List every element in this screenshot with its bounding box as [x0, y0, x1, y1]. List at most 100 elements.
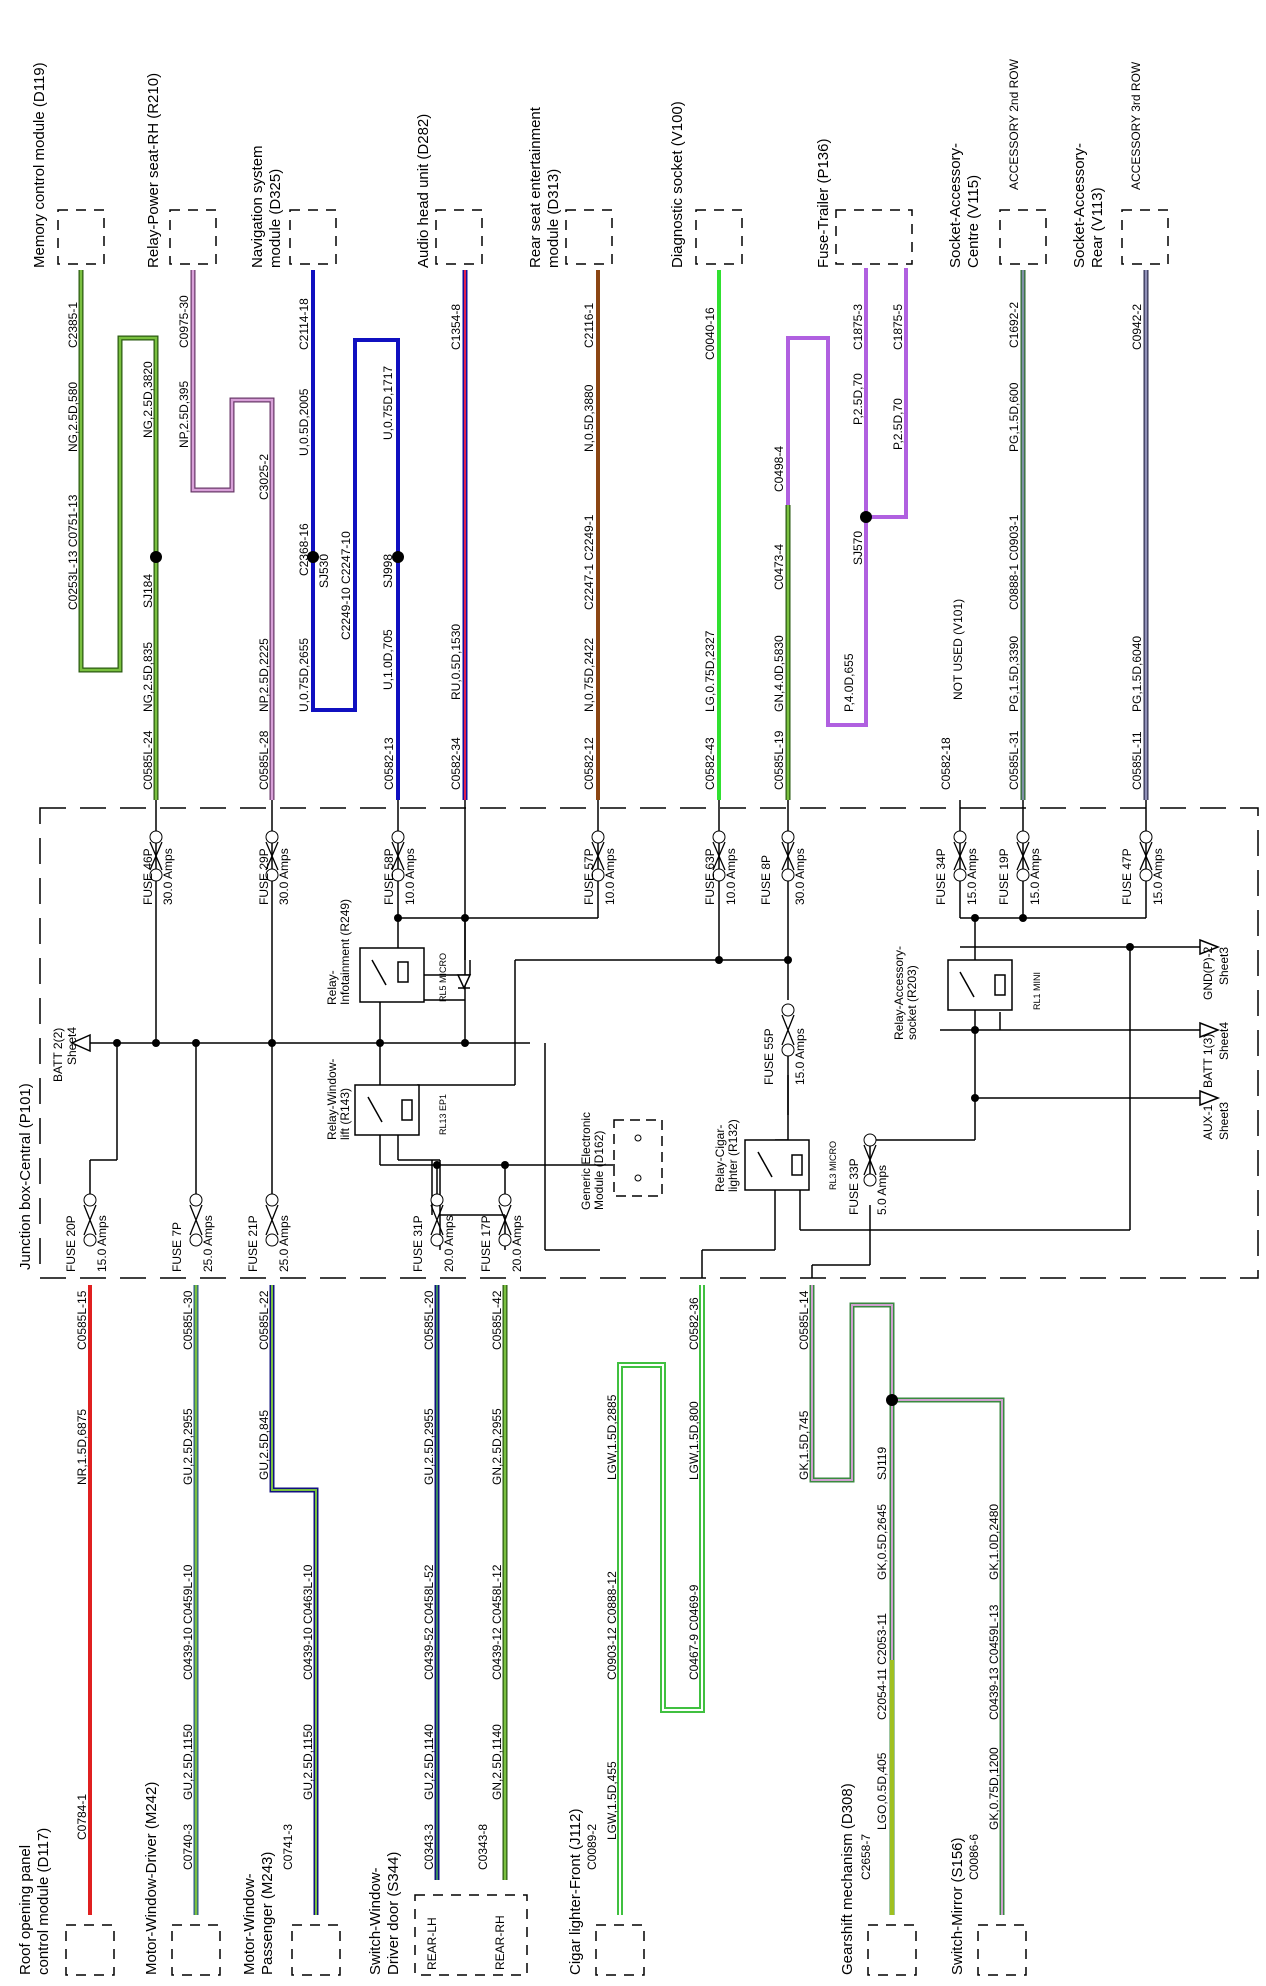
svg-text:GU,2.5D,1150: GU,2.5D,1150 [301, 1724, 315, 1800]
svg-text:C2385-1: C2385-1 [66, 302, 80, 348]
svg-text:C0343-3: C0343-3 [422, 1824, 436, 1870]
wire-sw-lh: C0585L-20 GU,2.5D,2955 C0439-52 C0458L-5… [422, 1285, 440, 1880]
wire-roof: C0585L-15 NR,1.5D,6875 C0784-1 [75, 1285, 92, 1915]
svg-text:C3025-2: C3025-2 [257, 454, 271, 500]
fuse-7P: FUSE 7P 25.0 Amps [170, 1160, 215, 1272]
svg-text:Switch-Mirror (S156): Switch-Mirror (S156) [949, 1837, 966, 1975]
svg-text:Sheet4: Sheet4 [65, 1027, 79, 1065]
svg-text:Socket-Accessory-Centre (V115): Socket-Accessory-Centre (V115) [947, 143, 982, 268]
svg-text:NG,2.5D,835: NG,2.5D,835 [141, 642, 155, 712]
svg-text:FUSE 31P: FUSE 31P [411, 1215, 425, 1272]
svg-text:GU,2.5D,1150: GU,2.5D,1150 [181, 1724, 195, 1800]
svg-text:C2114-18: C2114-18 [297, 298, 311, 350]
svg-text:15.0 Amps: 15.0 Amps [1028, 848, 1042, 905]
bottom-module-cig: Cigar lighter-Front (J112) [567, 1809, 645, 1976]
svg-text:C0903-12 C0888-12: C0903-12 C0888-12 [605, 1571, 619, 1680]
svg-text:U,1.0D,705: U,1.0D,705 [381, 629, 395, 690]
svg-text:GN,2.5D,2955: GN,2.5D,2955 [490, 1408, 504, 1485]
svg-text:P,2.5D,70: P,2.5D,70 [891, 398, 905, 450]
svg-text:FUSE 19P: FUSE 19P [997, 848, 1011, 905]
svg-text:GU,2.5D,2955: GU,2.5D,2955 [422, 1408, 436, 1485]
relay-window-lift: Relay-Window-lift (R143) RL13 EP1 [325, 1059, 448, 1140]
svg-text:RL3 MICRO: RL3 MICRO [828, 1141, 838, 1190]
not-used-label: NOT USED (V101) [951, 599, 965, 700]
top-module-relay-seat: Relay-Power seat-RH (R210) [145, 73, 217, 268]
wire-sw-rh: C0585L-42 GN,2.5D,2955 C0439-12 C0458L-1… [476, 1285, 508, 1880]
svg-text:C0473-4: C0473-4 [772, 544, 786, 590]
top-module-nav: Navigation systemmodule (D325) [249, 145, 337, 268]
svg-text:GK,1.0D,2480: GK,1.0D,2480 [987, 1504, 1001, 1580]
svg-text:LGW,1.5D,455: LGW,1.5D,455 [605, 1761, 619, 1840]
wire-relay-seat: C0975-30 NP,2.5D,395 C3025-2 NP,2.5D,222… [177, 270, 275, 800]
svg-text:C0582-34: C0582-34 [449, 737, 463, 790]
svg-text:RL13 EP1: RL13 EP1 [438, 1094, 448, 1135]
svg-text:Generic ElectronicModule (D162: Generic ElectronicModule (D162) [579, 1112, 606, 1210]
power-refs: BATT 2(2) Sheet4 GND(P)-2 Sheet3 BATT 1(… [51, 946, 1231, 1140]
svg-text:C0582-12: C0582-12 [582, 737, 596, 790]
svg-text:REAR-LH: REAR-LH [425, 1917, 439, 1970]
svg-text:C0582-18: C0582-18 [939, 737, 953, 790]
svg-text:FUSE 8P: FUSE 8P [759, 855, 773, 905]
svg-text:GK,1.5D,745: GK,1.5D,745 [797, 1410, 811, 1480]
relay-cigar-lighter: Relay-Cigar-lighter (R132) RL3 MICRO [713, 1119, 838, 1192]
wire-audio: C1354-8 RU,0.5D,1530 [449, 270, 468, 800]
svg-text:30.0 Amps: 30.0 Amps [793, 848, 807, 905]
svg-text:FUSE 17P: FUSE 17P [479, 1215, 493, 1272]
svg-text:C0740-3: C0740-3 [181, 1824, 195, 1870]
svg-text:C0741-3: C0741-3 [281, 1824, 295, 1870]
svg-text:C2247-1 C2249-1: C2247-1 C2249-1 [582, 514, 596, 610]
svg-text:PG,1.5D,3390: PG,1.5D,3390 [1007, 636, 1021, 712]
svg-text:Relay-Power seat-RH (R210): Relay-Power seat-RH (R210) [145, 73, 162, 268]
fuse-46P: FUSE 46P 30.0 Amps [141, 830, 175, 905]
svg-text:C0585L-14: C0585L-14 [797, 1290, 811, 1350]
svg-text:15.0 Amps: 15.0 Amps [965, 848, 979, 905]
svg-text:GN,2.5D,1140: GN,2.5D,1140 [490, 1724, 504, 1800]
svg-text:C0086-6: C0086-6 [967, 1834, 981, 1880]
svg-text:GND(P)-2: GND(P)-2 [1201, 946, 1215, 1000]
internal-wiring [90, 800, 1200, 1278]
svg-text:GN,4.0D,5830: GN,4.0D,5830 [772, 635, 786, 712]
fuse-29P: FUSE 29P 30.0 Amps [257, 830, 291, 905]
svg-text:C0343-8: C0343-8 [476, 1824, 490, 1870]
svg-text:Motor-Window-Passenger (M243): Motor-Window-Passenger (M243) [241, 1852, 276, 1975]
svg-text:LGW,1.5D,2885: LGW,1.5D,2885 [605, 1394, 619, 1480]
fuse-31P: FUSE 31P 20.0 Amps [411, 1165, 456, 1272]
svg-text:LGO,0.5D,405: LGO,0.5D,405 [875, 1752, 889, 1830]
svg-text:20.0 Amps: 20.0 Amps [510, 1215, 524, 1272]
svg-text:15.0 Amps: 15.0 Amps [95, 1215, 109, 1272]
svg-text:AUX-1: AUX-1 [1201, 1104, 1215, 1140]
svg-text:GU,2.5D,845: GU,2.5D,845 [257, 1410, 271, 1480]
svg-text:Socket-Accessory-Rear (V113): Socket-Accessory-Rear (V113) [1071, 143, 1106, 268]
junction-box-frame [39, 807, 1259, 1279]
relay-accessory-socket: Relay-Accessory-socket (R203) RL1 MINI [892, 946, 1042, 1040]
power-arrows [70, 938, 1221, 1107]
svg-text:FUSE 57P: FUSE 57P [582, 848, 596, 905]
fuse-57P: FUSE 57P 10.0 Amps [582, 830, 617, 905]
fuse-33P: FUSE 33P 5.0 Amps [847, 1133, 889, 1215]
svg-text:Diagnostic socket (V100): Diagnostic socket (V100) [669, 101, 686, 268]
bottom-module-sw: Switch-Window-Driver door (S344) REAR-LH… [367, 1852, 528, 1976]
bottom-module-mwd: Motor-Window-Driver (M242) [143, 1782, 221, 1976]
svg-text:C2116-1: C2116-1 [582, 303, 596, 348]
svg-text:Audio head unit (D282): Audio head unit (D282) [415, 114, 432, 268]
svg-text:FUSE 7P: FUSE 7P [170, 1222, 184, 1272]
svg-text:C0439-10 C0463L-10: C0439-10 C0463L-10 [301, 1564, 315, 1680]
top-module-rse: Rear seat entertainmentmodule (D313) [527, 106, 613, 268]
svg-text:C1692-2: C1692-2 [1007, 302, 1021, 348]
svg-text:C0585L-22: C0585L-22 [257, 1290, 271, 1350]
svg-text:NP,2.5D,2225: NP,2.5D,2225 [257, 638, 271, 712]
svg-text:25.0 Amps: 25.0 Amps [277, 1215, 291, 1272]
wire-mwp: C0585L-22 GU,2.5D,845 C0439-10 C0463L-10… [257, 1285, 319, 1915]
svg-text:C0582-43: C0582-43 [703, 737, 717, 790]
svg-text:15.0 Amps: 15.0 Amps [793, 1028, 807, 1085]
svg-text:C0585L-24: C0585L-24 [141, 730, 155, 790]
svg-text:FUSE 20P: FUSE 20P [64, 1215, 78, 1272]
fuses-bottom: FUSE 20P 15.0 Amps FUSE 7P 25.0 Amps FUS… [64, 1003, 889, 1272]
svg-text:PG,1.5D,6040: PG,1.5D,6040 [1130, 636, 1144, 712]
fuse-63P: FUSE 63P 10.0 Amps [703, 830, 738, 905]
svg-text:U,0.75D,1717: U,0.75D,1717 [381, 366, 395, 440]
svg-text:C1354-8: C1354-8 [449, 304, 463, 350]
svg-text:C0439-10 C0459L-10: C0439-10 C0459L-10 [181, 1564, 195, 1680]
top-module-sock3: Socket-Accessory-Rear (V113) ACCESSORY 3… [1071, 61, 1169, 268]
